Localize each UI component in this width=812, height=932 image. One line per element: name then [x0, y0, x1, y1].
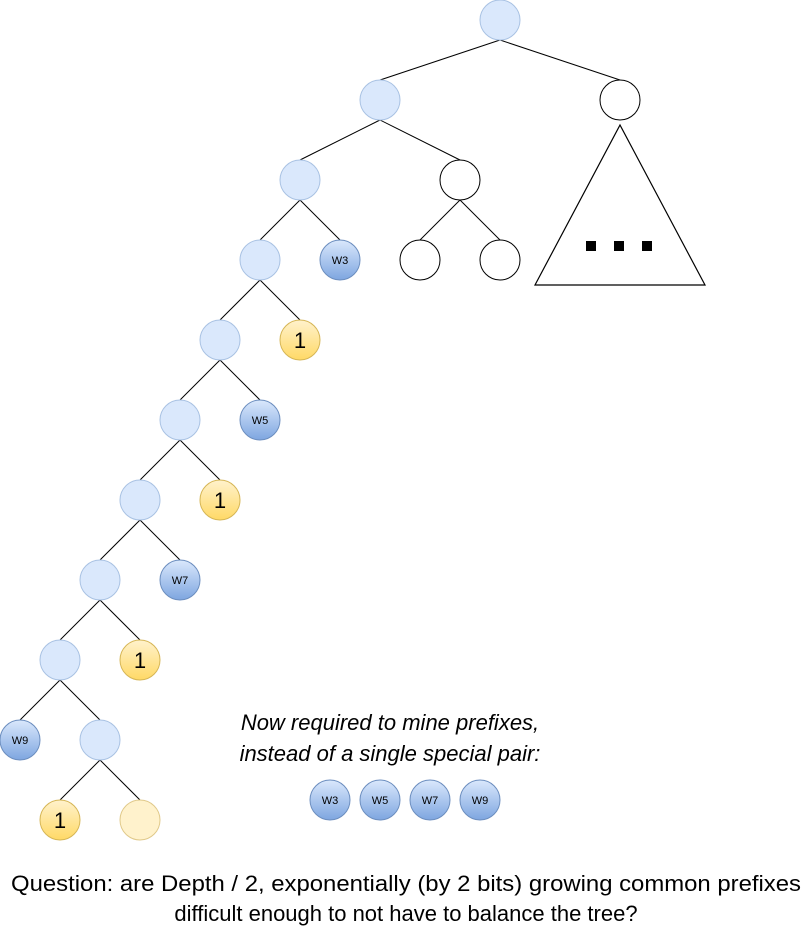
edge — [59, 759, 101, 801]
legend-label: W5 — [372, 795, 389, 807]
edge — [499, 39, 621, 81]
tree-node — [199, 319, 241, 361]
collapsed-subtree-triangle — [534, 123, 706, 286]
path-nodes — [39, 0, 521, 761]
one-node: 1 — [199, 479, 241, 521]
edge — [219, 279, 261, 321]
w-node-w7: W7 — [159, 559, 201, 601]
tree-node-white — [479, 239, 521, 281]
tree-node-root — [479, 0, 521, 41]
legend-label: W9 — [472, 795, 489, 807]
legend-item-w5: W5 — [359, 779, 401, 821]
legend-item-w9: W9 — [459, 779, 501, 821]
caption-line-1: Now required to mine prefixes, — [241, 710, 539, 735]
one-node: 1 — [119, 639, 161, 681]
edge — [419, 199, 461, 241]
edge — [299, 199, 341, 241]
edge — [59, 679, 101, 721]
edge — [379, 39, 501, 81]
edge — [179, 359, 221, 401]
edge — [99, 599, 141, 641]
w-node-w9: W9 — [0, 719, 41, 761]
w-node-label: W7 — [172, 575, 189, 587]
tree-node — [159, 399, 201, 441]
w-node-label: W3 — [332, 255, 349, 267]
question-line-1: Question: are Depth / 2, exponentially (… — [11, 871, 801, 896]
edge — [459, 199, 501, 241]
one-node-label: 1 — [134, 648, 146, 673]
w-node-label: W5 — [252, 415, 269, 427]
legend-label: W3 — [322, 795, 339, 807]
tree-node — [239, 239, 281, 281]
caption-line-2: instead of a single special pair: — [240, 741, 541, 766]
question-line-2: difficult enough to not have to balance … — [174, 901, 637, 926]
edge — [299, 119, 381, 161]
tree-node — [359, 79, 401, 121]
ellipsis-icon — [586, 241, 652, 251]
tree-node — [39, 639, 81, 681]
tree-node — [119, 479, 161, 521]
tree-node-white — [399, 239, 441, 281]
edge — [19, 679, 61, 721]
edge — [179, 439, 221, 481]
legend-item-w7: W7 — [409, 779, 451, 821]
edge — [139, 519, 181, 561]
tree-node — [79, 559, 121, 601]
edge — [379, 119, 461, 161]
edge — [99, 519, 141, 561]
edge — [99, 759, 141, 801]
one-node: 1 — [39, 799, 81, 841]
edge — [259, 279, 301, 321]
tree-node-white — [439, 159, 481, 201]
one-node: 1 — [279, 319, 321, 361]
edge — [139, 439, 181, 481]
one-node-label: 1 — [214, 488, 226, 513]
tree-node — [279, 159, 321, 201]
one-node-label: 1 — [294, 328, 306, 353]
unexplored-nodes — [399, 79, 641, 281]
legend-row: W3 W5 W7 W9 — [309, 779, 501, 821]
tree-node — [79, 719, 121, 761]
legend-item-w3: W3 — [309, 779, 351, 821]
edge — [59, 599, 101, 641]
w-node-w3: W3 — [319, 239, 361, 281]
edge — [219, 359, 261, 401]
tree-edges — [19, 39, 621, 801]
edge — [259, 199, 301, 241]
tree-node-white — [599, 79, 641, 121]
w-node-label: W9 — [12, 735, 29, 747]
one-node-label: 1 — [54, 808, 66, 833]
legend-label: W7 — [422, 795, 439, 807]
w-node-w5: W5 — [239, 399, 281, 441]
tree-node-pale — [119, 799, 161, 841]
